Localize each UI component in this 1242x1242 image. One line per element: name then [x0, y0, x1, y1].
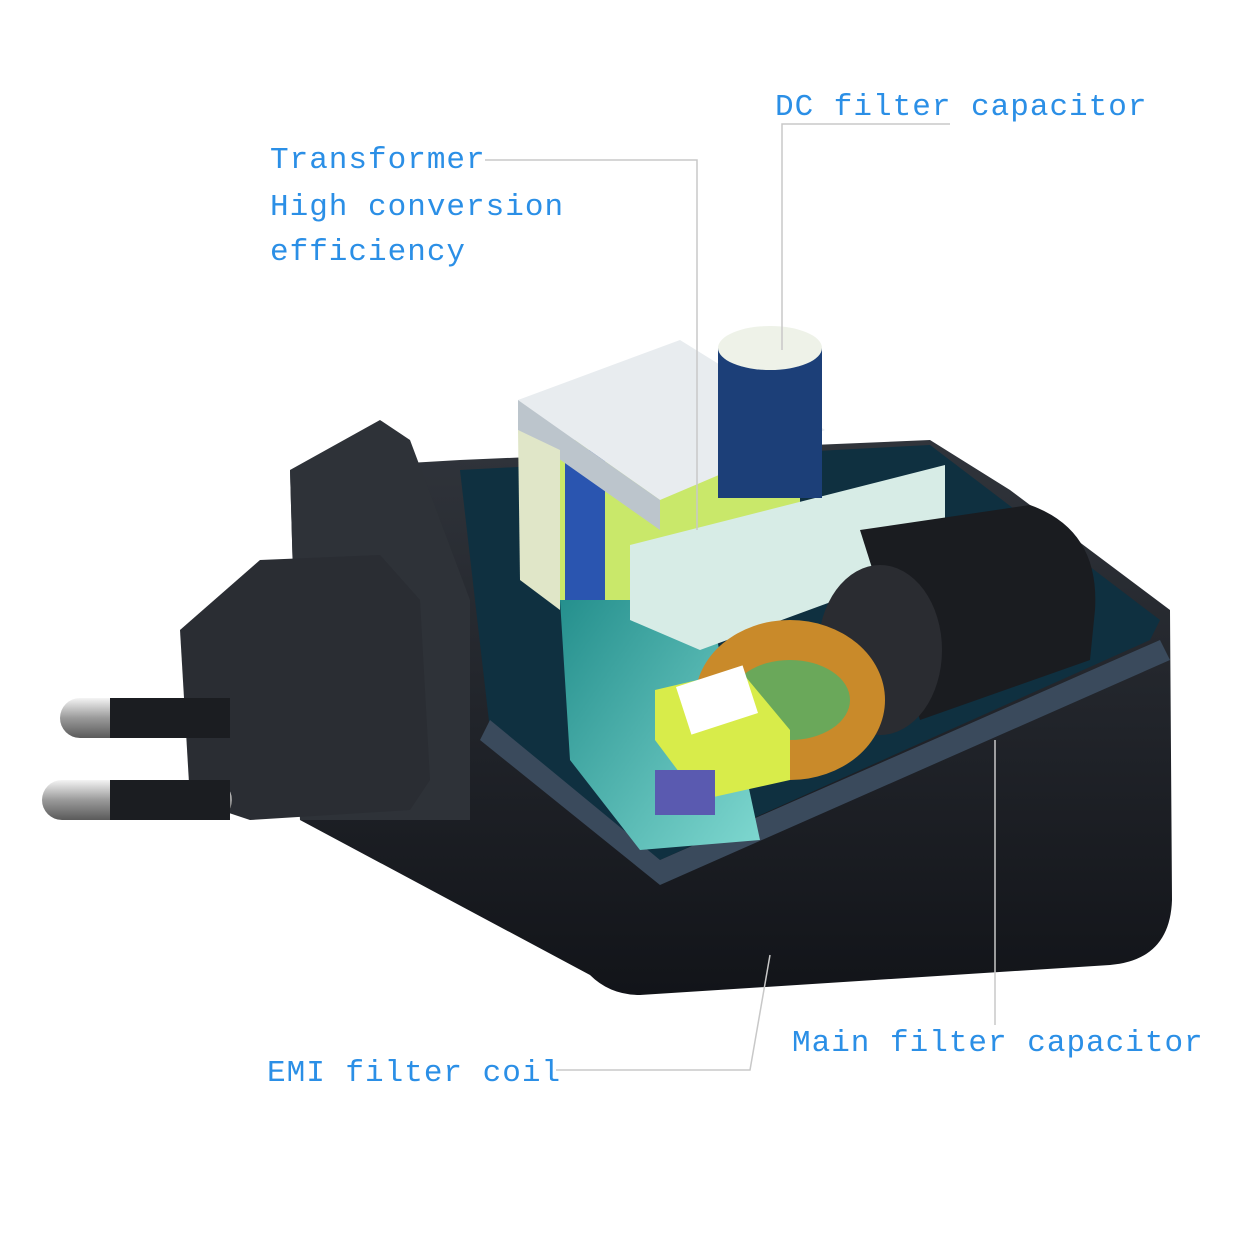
- transformer-label-line2: High conversion: [270, 190, 565, 225]
- transformer-label-line3: efficiency: [270, 235, 467, 270]
- plug: [42, 420, 470, 820]
- transformer-label: Transformer: [270, 143, 486, 178]
- dc-filter-capacitor-label: DC filter capacitor: [775, 90, 1148, 125]
- main-filter-capacitor-label: Main filter capacitor: [792, 1026, 1204, 1061]
- dc-filter-capacitor: [718, 326, 822, 498]
- emi-coil-leader-line: [556, 954, 771, 1071]
- dc-capacitor-leader-line: [781, 123, 950, 350]
- leader-lines: [485, 123, 996, 1071]
- transformer-leader-line: [485, 159, 698, 530]
- emi-filter-coil: [655, 620, 885, 815]
- emi-filter-coil-label: EMI filter coil: [267, 1056, 562, 1091]
- transformer: [518, 340, 945, 650]
